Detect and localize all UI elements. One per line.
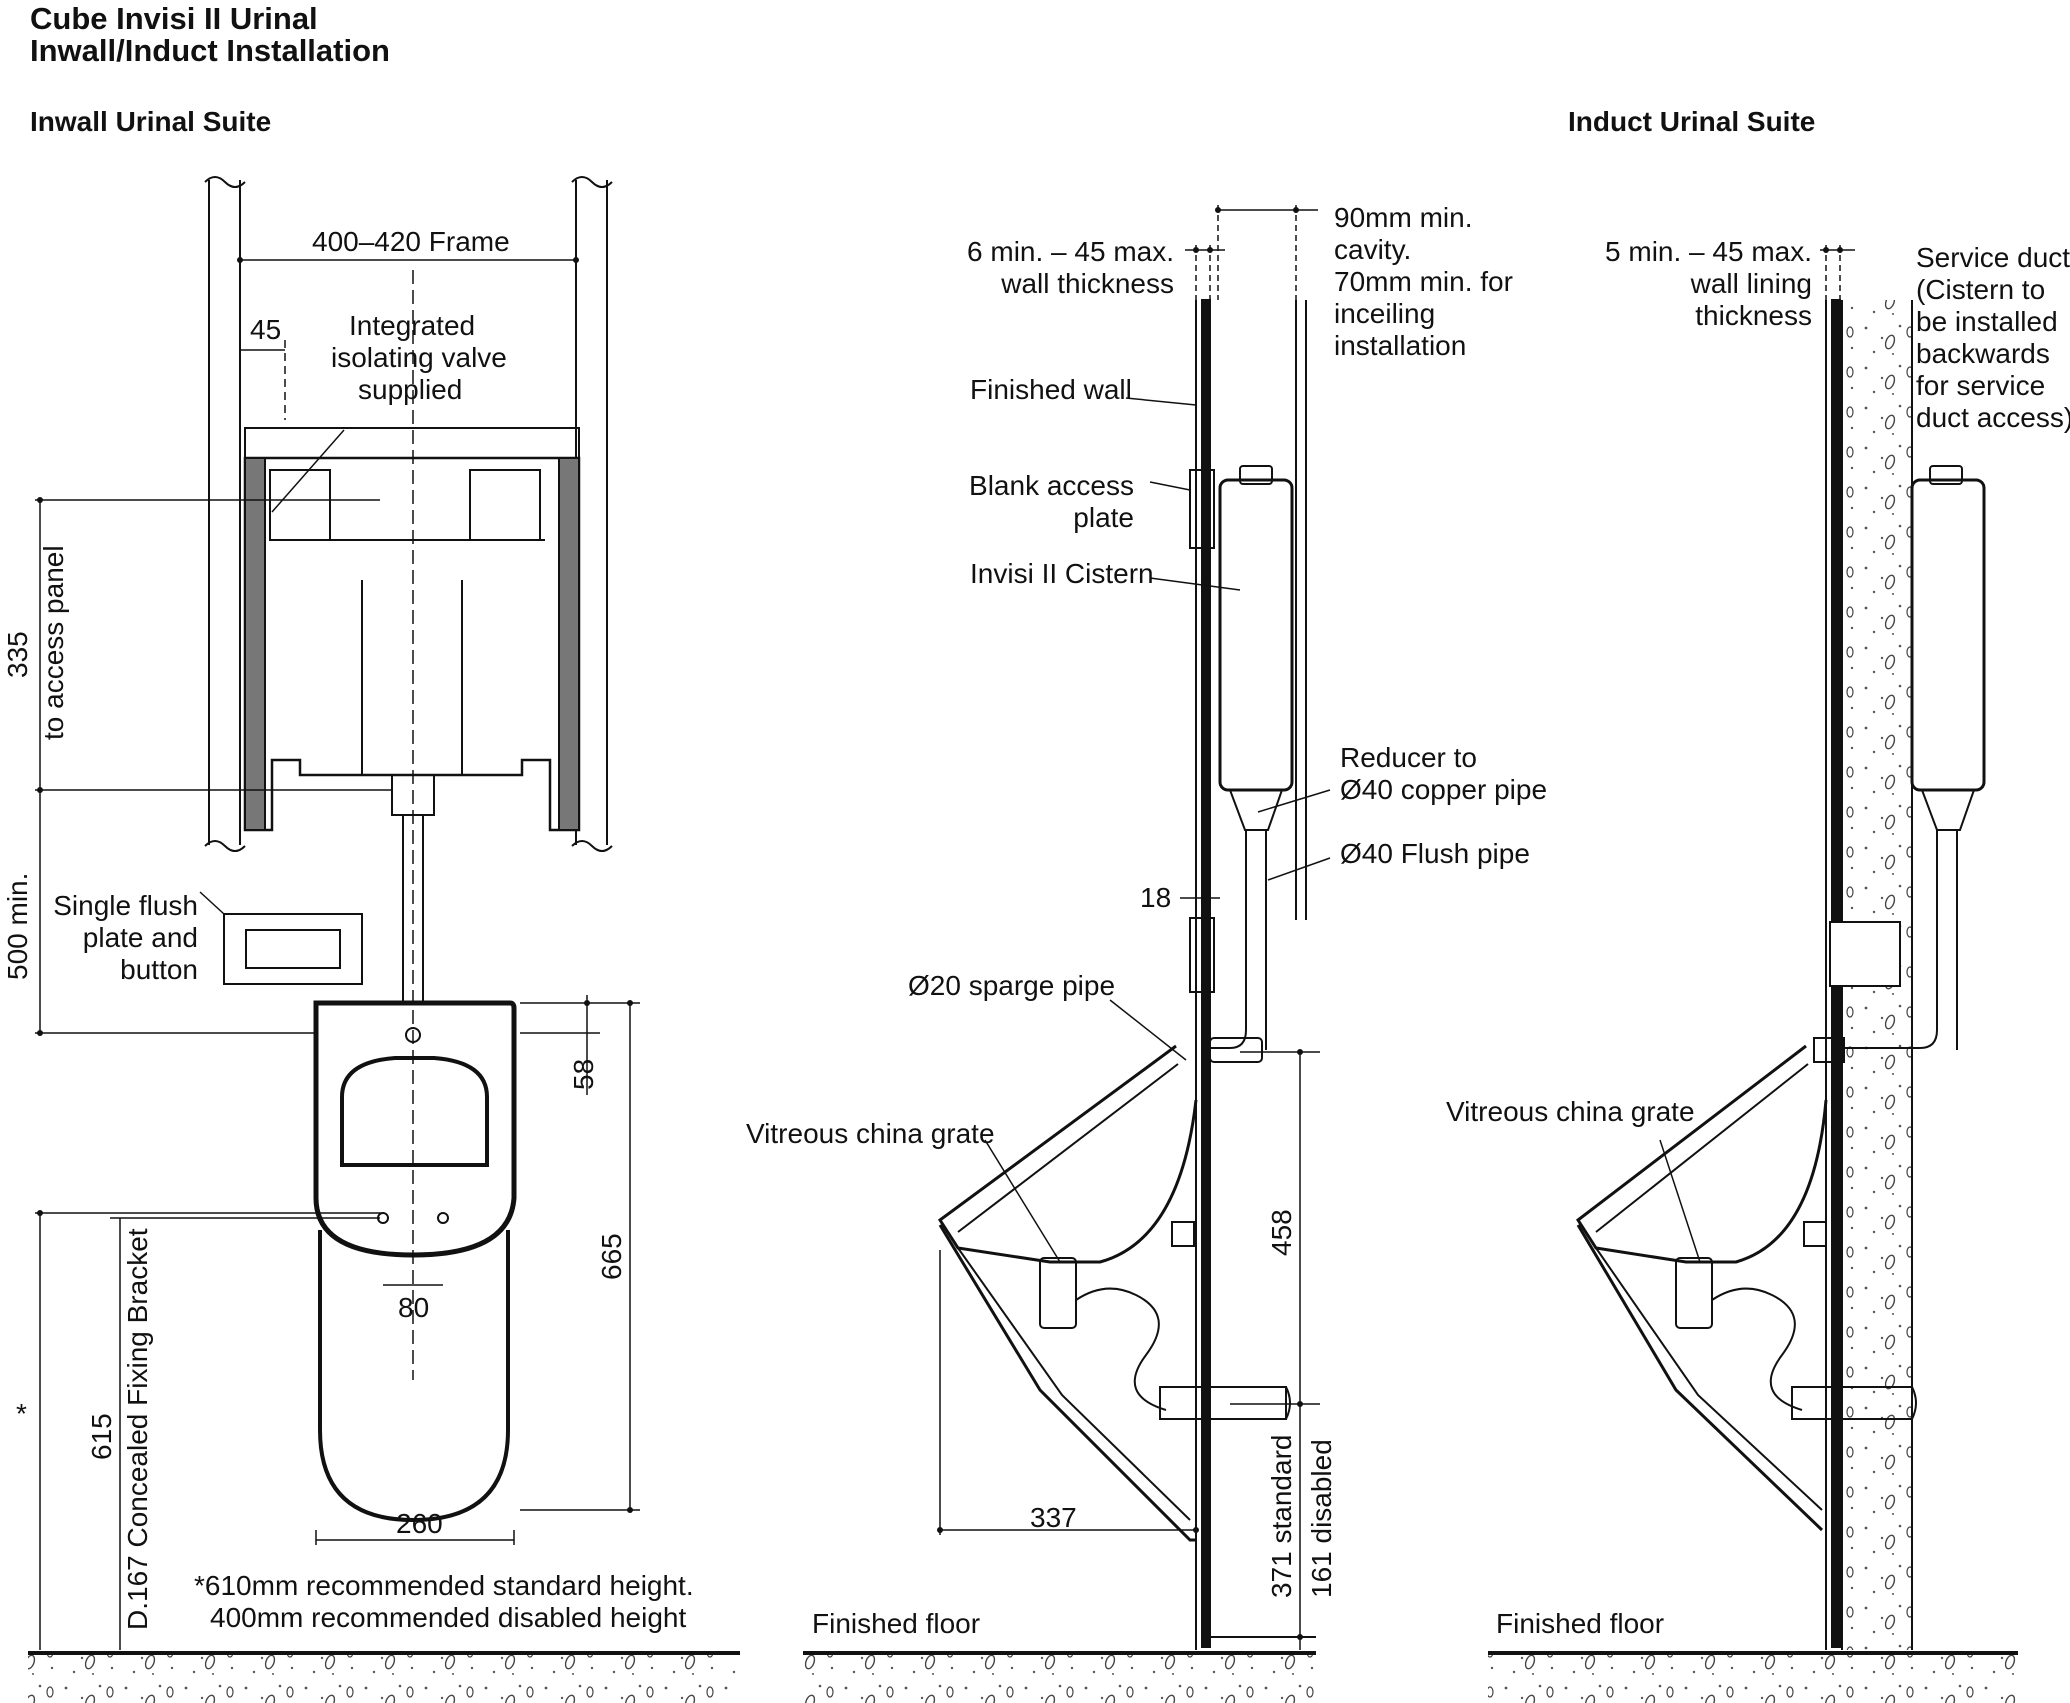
dim-335-label: 335 (2, 631, 33, 678)
cavity-label-1: 90mm min. (1334, 202, 1473, 233)
lining-label-2: wall lining (1690, 268, 1812, 299)
service-duct-label-2: (Cistern to (1916, 274, 2046, 305)
offset-45-label: 45 (250, 314, 282, 345)
lining-label-3: thickness (1695, 300, 1812, 331)
dim-337-label: 337 (1030, 1502, 1077, 1533)
dim-161-label: 161 disabled (1306, 1439, 1337, 1598)
dim-18-label: 18 (1140, 882, 1172, 913)
reducer-label-1: Reducer to (1340, 742, 1477, 773)
induct-side-drawing (1575, 245, 1986, 1650)
floor-slabs (28, 1651, 2018, 1703)
dim-665-label: 665 (596, 1233, 627, 1280)
cavity-label-4: inceiling (1334, 298, 1436, 329)
cistern-label: Invisi II Cistern (970, 558, 1154, 589)
dim-80-label: 80 (398, 1292, 430, 1323)
cavity-label-3: 70mm min. for (1334, 266, 1513, 297)
finished-floor-label-inwall: Finished floor (812, 1608, 981, 1639)
section-inwall-heading: Inwall Urinal Suite (30, 106, 272, 137)
blank-plate-label-2: plate (1073, 502, 1134, 533)
title-line-2: Inwall/Induct Installation (30, 33, 390, 68)
bracket-label: D.167 Concealed Fixing Bracket (122, 1228, 153, 1630)
lining-label-1: 5 min. – 45 max. (1605, 236, 1812, 267)
finished-wall-label: Finished wall (970, 374, 1132, 405)
cavity-label-2: cavity. (1334, 234, 1412, 265)
reducer-label-2: Ø40 copper pipe (1340, 774, 1548, 805)
note-line-2: 400mm recommended disabled height (210, 1602, 687, 1633)
cavity-label-5: installation (1334, 330, 1467, 361)
inwall-side-drawing (937, 205, 1331, 1650)
service-duct-label-1: Service duct (1916, 242, 2070, 273)
front-view-drawing (35, 176, 640, 1650)
dim-260-label: 260 (396, 1508, 443, 1539)
flush-plate-label-1: Single flush (53, 890, 198, 921)
flush-plate-label-3: button (120, 954, 198, 985)
note-line-1: *610mm recommended standard height. (194, 1570, 694, 1601)
sparge-pipe-label: Ø20 sparge pipe (908, 970, 1116, 1001)
frame-width-label: 400–420 Frame (312, 226, 510, 257)
section-induct-heading: Induct Urinal Suite (1568, 106, 1816, 137)
asterisk-mark: * (16, 1398, 27, 1429)
flush-plate-label-2: plate and (82, 922, 198, 953)
valve-label-3: supplied (358, 374, 463, 405)
dim-371-label: 371 standard (1266, 1434, 1297, 1598)
finished-floor-label-induct: Finished floor (1496, 1608, 1665, 1639)
access-panel-label: to access panel (38, 545, 69, 740)
dim-458-label: 458 (1266, 1209, 1297, 1256)
service-duct-label-4: backwards (1916, 338, 2050, 369)
wall-thickness-label-2: wall thickness (1001, 268, 1174, 299)
grate-label-inwall: Vitreous china grate (746, 1118, 995, 1149)
service-duct-label-6: duct access) (1916, 402, 2070, 433)
blank-plate-label-1: Blank access (969, 470, 1134, 501)
service-duct-label-3: be installed (1916, 306, 2058, 337)
service-duct-label-5: for service (1916, 370, 2046, 401)
flush-pipe-label: Ø40 Flush pipe (1340, 838, 1530, 869)
dim-58-label: 58 (568, 1058, 599, 1090)
valve-label-1: Integrated (349, 310, 476, 341)
dim-615-label: 615 (86, 1413, 117, 1460)
wall-thickness-label-1: 6 min. – 45 max. (967, 236, 1174, 267)
grate-label-induct: Vitreous china grate (1446, 1096, 1695, 1127)
valve-label-2: isolating valve (331, 342, 507, 373)
title-line-1: Cube Invisi II Urinal (30, 1, 318, 36)
